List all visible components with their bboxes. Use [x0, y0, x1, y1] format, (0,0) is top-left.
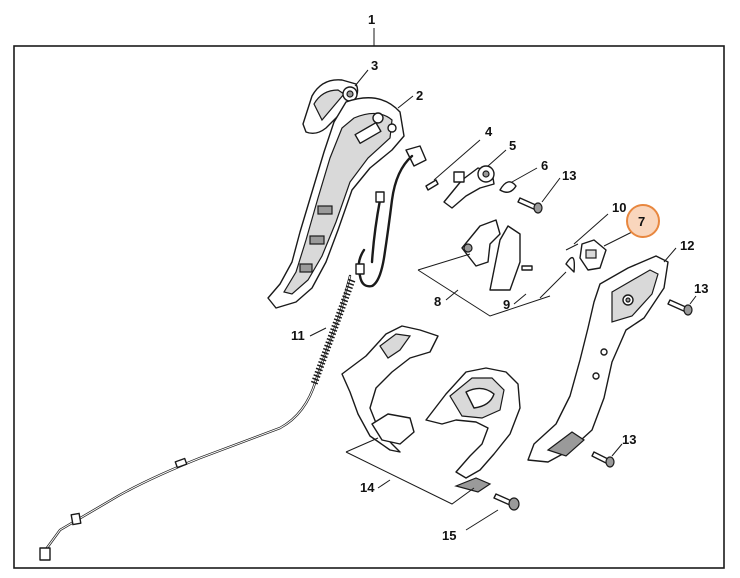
- leader-15: [465, 509, 499, 531]
- leader-14: [377, 479, 391, 489]
- leader-8-9-bracket: [417, 253, 551, 317]
- part-13-screw-lower: [591, 451, 615, 468]
- leader-6: [511, 167, 538, 183]
- callout-15[interactable]: 15: [442, 528, 456, 543]
- part-3-handle-cap: [302, 79, 359, 135]
- callout-13c[interactable]: 13: [622, 432, 636, 447]
- part-13-screw-top: [517, 197, 543, 214]
- wiring-harness: [355, 154, 414, 288]
- callout-8[interactable]: 8: [434, 294, 441, 309]
- callout-7-highlight: [626, 204, 660, 238]
- callout-5[interactable]: 5: [509, 138, 516, 153]
- leader-14-bracket: [345, 437, 475, 505]
- leader-2: [397, 95, 414, 109]
- callout-13a[interactable]: 13: [562, 168, 576, 183]
- part-14-housing-right: [425, 367, 521, 493]
- leader-5: [487, 149, 507, 167]
- leader-11: [309, 327, 327, 337]
- leader-12: [663, 247, 677, 263]
- part-4-pin: [425, 179, 439, 191]
- callout-2[interactable]: 2: [416, 88, 423, 103]
- callout-12[interactable]: 12: [680, 238, 694, 253]
- part-6-spring: [499, 181, 517, 193]
- leader-4: [433, 139, 481, 181]
- callout-13b[interactable]: 13: [694, 281, 708, 296]
- callout-4[interactable]: 4: [485, 124, 493, 139]
- part-7-lock-lever: [579, 239, 607, 271]
- leader-13b: [689, 295, 697, 305]
- part-2-handle-housing: [267, 97, 427, 309]
- part-13-screw-right: [667, 299, 693, 316]
- leader-13a: [541, 177, 561, 203]
- part-8-bracket: [461, 219, 501, 267]
- callout-7[interactable]: 7: [638, 214, 645, 229]
- callout-14[interactable]: 14: [360, 480, 375, 495]
- assembly-frame: [13, 45, 725, 569]
- callout-1[interactable]: 1: [368, 12, 375, 27]
- leader-13c: [611, 443, 623, 457]
- part-11-cable: [39, 274, 356, 561]
- leader-9: [513, 293, 527, 305]
- callout-3[interactable]: 3: [371, 58, 378, 73]
- part-12-side-cover: [527, 255, 669, 463]
- callout-6[interactable]: 6: [541, 158, 548, 173]
- leader-3: [354, 69, 369, 87]
- leader-8: [445, 289, 459, 301]
- part-10-spring: [539, 243, 579, 299]
- leader-10: [573, 213, 609, 245]
- leader-7: [603, 231, 633, 247]
- callout-9[interactable]: 9: [503, 297, 510, 312]
- callout-11[interactable]: 11: [291, 328, 305, 343]
- part-9-plate: [489, 225, 533, 291]
- part-5-lever: [443, 165, 495, 209]
- callout-10[interactable]: 10: [612, 200, 626, 215]
- part-14-housing-left: [341, 325, 439, 453]
- part-15-screw: [493, 493, 520, 511]
